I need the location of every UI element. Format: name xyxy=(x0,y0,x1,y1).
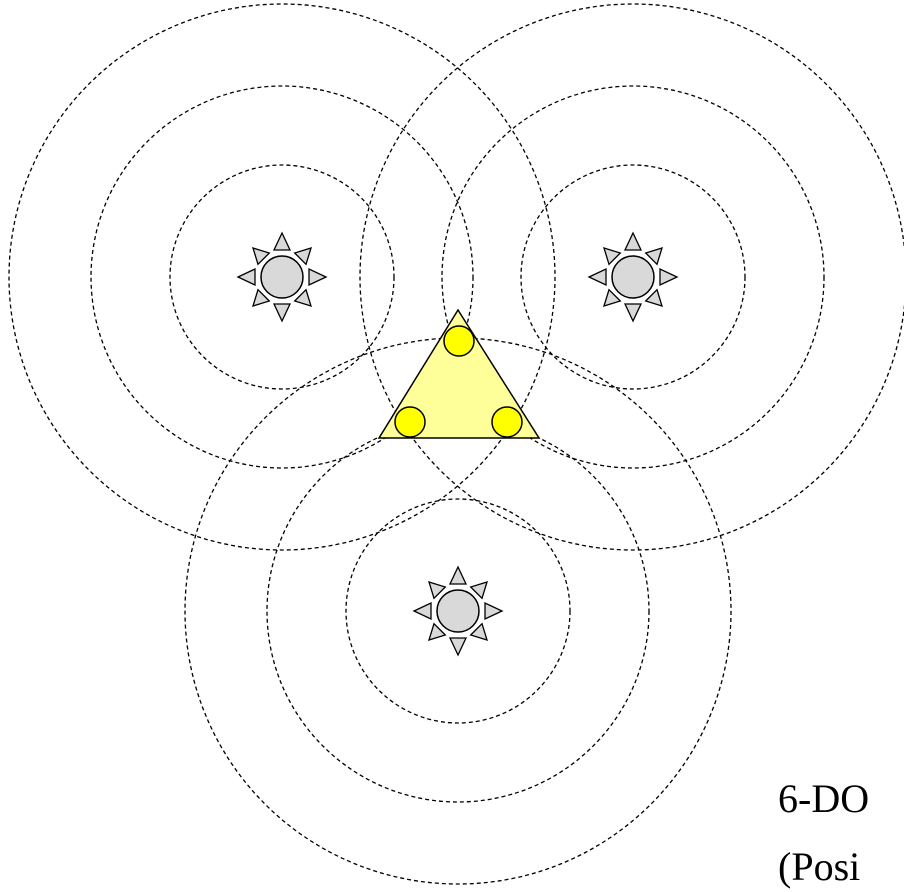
sun-icon xyxy=(412,565,504,657)
sun-ray xyxy=(448,637,468,657)
signal-ring-middle xyxy=(90,85,474,469)
sun-ray xyxy=(623,231,643,251)
sun-ray xyxy=(293,247,312,266)
sun-ray xyxy=(644,288,663,307)
sun-icon xyxy=(236,231,328,323)
sun-ray xyxy=(469,581,488,600)
emitter-core xyxy=(260,255,304,299)
sun-ray xyxy=(623,303,643,323)
sun-ray xyxy=(603,288,622,307)
tracker-triangle xyxy=(377,308,541,439)
sun-ray xyxy=(412,601,432,621)
sun-ray xyxy=(293,288,312,307)
sun-ray xyxy=(428,622,447,641)
sun-ray xyxy=(659,267,679,287)
emitter-left xyxy=(8,3,556,551)
emitter-right xyxy=(359,3,904,551)
sun-ray xyxy=(252,288,271,307)
signal-ring-middle xyxy=(441,85,825,469)
sun-ray xyxy=(272,231,292,251)
sun-ray xyxy=(308,267,328,287)
sensor-top xyxy=(443,325,475,357)
sun-ray xyxy=(272,303,292,323)
sun-ray xyxy=(603,247,622,266)
sun-ray xyxy=(252,247,271,266)
signal-ring-inner xyxy=(345,498,571,724)
signal-ring-outer xyxy=(8,3,556,551)
emitter-core xyxy=(611,255,655,299)
emitter-core xyxy=(436,589,480,633)
tracker xyxy=(377,308,541,439)
caption-line-1: 6-DO xyxy=(778,776,869,821)
sun-ray xyxy=(484,601,504,621)
sensor-right xyxy=(491,406,523,438)
sun-ray xyxy=(428,581,447,600)
caption-line-2: (Posi xyxy=(778,844,860,889)
sun-ray xyxy=(236,267,256,287)
sensor-left xyxy=(394,406,426,438)
signal-ring-outer xyxy=(359,3,904,551)
sun-ray xyxy=(448,565,468,585)
sun-ray xyxy=(644,247,663,266)
signal-ring-inner xyxy=(520,164,746,390)
sun-icon xyxy=(587,231,679,323)
signal-ring-inner xyxy=(169,164,395,390)
sun-ray xyxy=(587,267,607,287)
sun-ray xyxy=(469,622,488,641)
signal-ring-outer xyxy=(184,337,732,885)
